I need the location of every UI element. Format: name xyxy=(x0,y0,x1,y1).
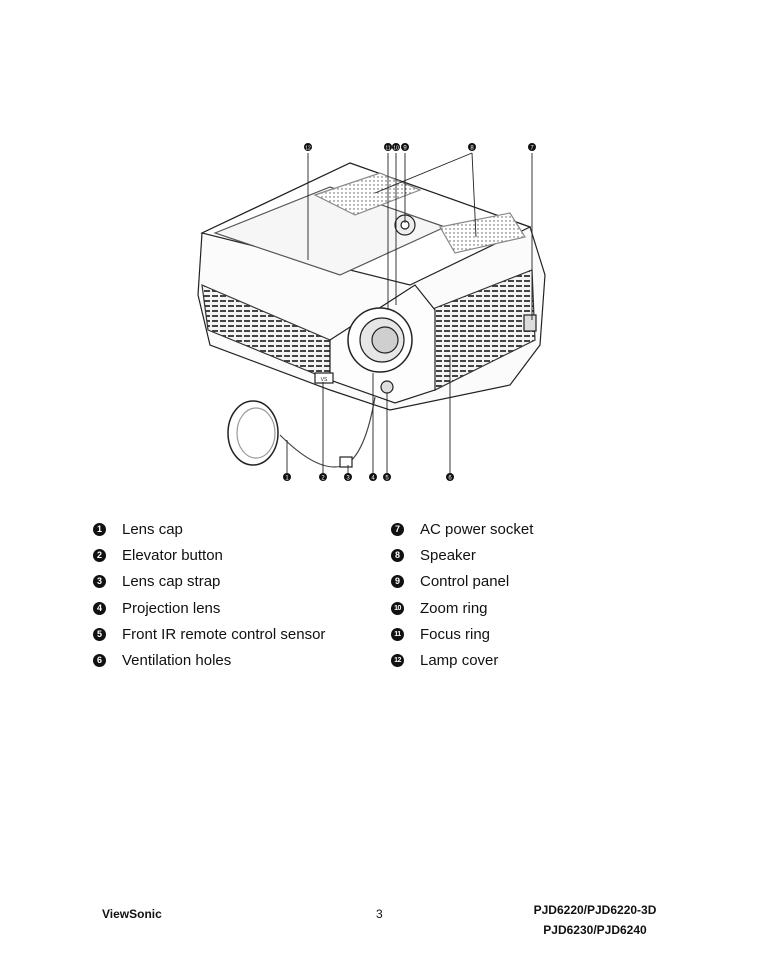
legend-item-lens-cap: 1 Lens cap xyxy=(93,521,183,538)
model-line-2: PJD6230/PJD6240 xyxy=(543,923,647,937)
callout-7: 7 xyxy=(530,146,534,152)
legend-label: Lens cap strap xyxy=(122,573,221,590)
projector-diagram: 12 11 10 9 8 7 1 2 3 4 5 6 VS xyxy=(197,143,546,482)
callout-8: 8 xyxy=(470,146,474,152)
legend-label: Control panel xyxy=(420,573,510,590)
callouts-bottom: 1 2 3 4 5 6 xyxy=(283,473,454,482)
legend-number: 4 xyxy=(93,602,106,615)
legend-label: Elevator button xyxy=(122,547,223,564)
legend-number: 3 xyxy=(93,575,106,588)
callouts-top: 12 11 10 9 8 7 xyxy=(304,143,536,152)
callout-5: 5 xyxy=(385,476,389,482)
footer-brand: ViewSonic xyxy=(102,907,162,921)
callout-1: 1 xyxy=(285,476,289,482)
legend-number: 9 xyxy=(391,575,404,588)
legend-number: 1 xyxy=(93,523,106,536)
legend-item-ir-sensor: 5 Front IR remote control sensor xyxy=(93,626,325,643)
legend-label: Lens cap xyxy=(122,521,183,538)
callout-3: 3 xyxy=(346,476,350,482)
legend-number: 2 xyxy=(93,549,106,562)
legend-number: 10 xyxy=(391,602,404,615)
legend-item-projection-lens: 4 Projection lens xyxy=(93,600,220,617)
legend-number: 12 xyxy=(391,654,404,667)
legend-label: Ventilation holes xyxy=(122,652,232,669)
legend-number: 7 xyxy=(391,523,404,536)
model-numbers: PJD6220/PJD6220-3D PJD6230/PJD6240 xyxy=(520,900,670,940)
legend-label: AC power socket xyxy=(420,521,534,538)
legend-label: Speaker xyxy=(420,547,476,564)
legend-label: Projection lens xyxy=(122,600,221,617)
legend-number: 5 xyxy=(93,628,106,641)
legend-item-ventilation-holes: 6 Ventilation holes xyxy=(93,652,231,669)
legend-number: 8 xyxy=(391,549,404,562)
legend-item-zoom-ring: 10 Zoom ring xyxy=(391,600,488,617)
callout-11: 11 xyxy=(385,146,390,152)
projector-body xyxy=(197,162,546,468)
legend-label: Lamp cover xyxy=(420,652,499,669)
callout-10: 10 xyxy=(393,146,399,152)
page-number: 3 xyxy=(376,907,383,921)
legend-item-lens-cap-strap: 3 Lens cap strap xyxy=(93,573,220,590)
legend-item-focus-ring: 11 Focus ring xyxy=(391,626,490,643)
callout-6: 6 xyxy=(448,476,452,482)
legend-item-elevator-button: 2 Elevator button xyxy=(93,547,223,564)
legend-item-control-panel: 9 Control panel xyxy=(391,573,509,590)
legend-number: 11 xyxy=(391,628,404,641)
callout-12: 12 xyxy=(305,146,311,152)
legend-label: Zoom ring xyxy=(420,600,488,617)
callout-4: 4 xyxy=(371,476,375,482)
legend-number: 6 xyxy=(93,654,106,667)
legend-item-lamp-cover: 12 Lamp cover xyxy=(391,652,498,669)
legend-item-speaker: 8 Speaker xyxy=(391,547,476,564)
elevator-button-label: VS xyxy=(321,377,328,383)
callout-2: 2 xyxy=(321,476,325,482)
callout-lines xyxy=(286,152,533,475)
callout-9: 9 xyxy=(403,146,407,152)
legend-label: Focus ring xyxy=(420,626,491,643)
legend-label: Front IR remote control sensor xyxy=(122,626,326,643)
model-line-1: PJD6220/PJD6220-3D xyxy=(533,903,657,917)
legend-item-ac-power-socket: 7 AC power socket xyxy=(391,521,533,538)
